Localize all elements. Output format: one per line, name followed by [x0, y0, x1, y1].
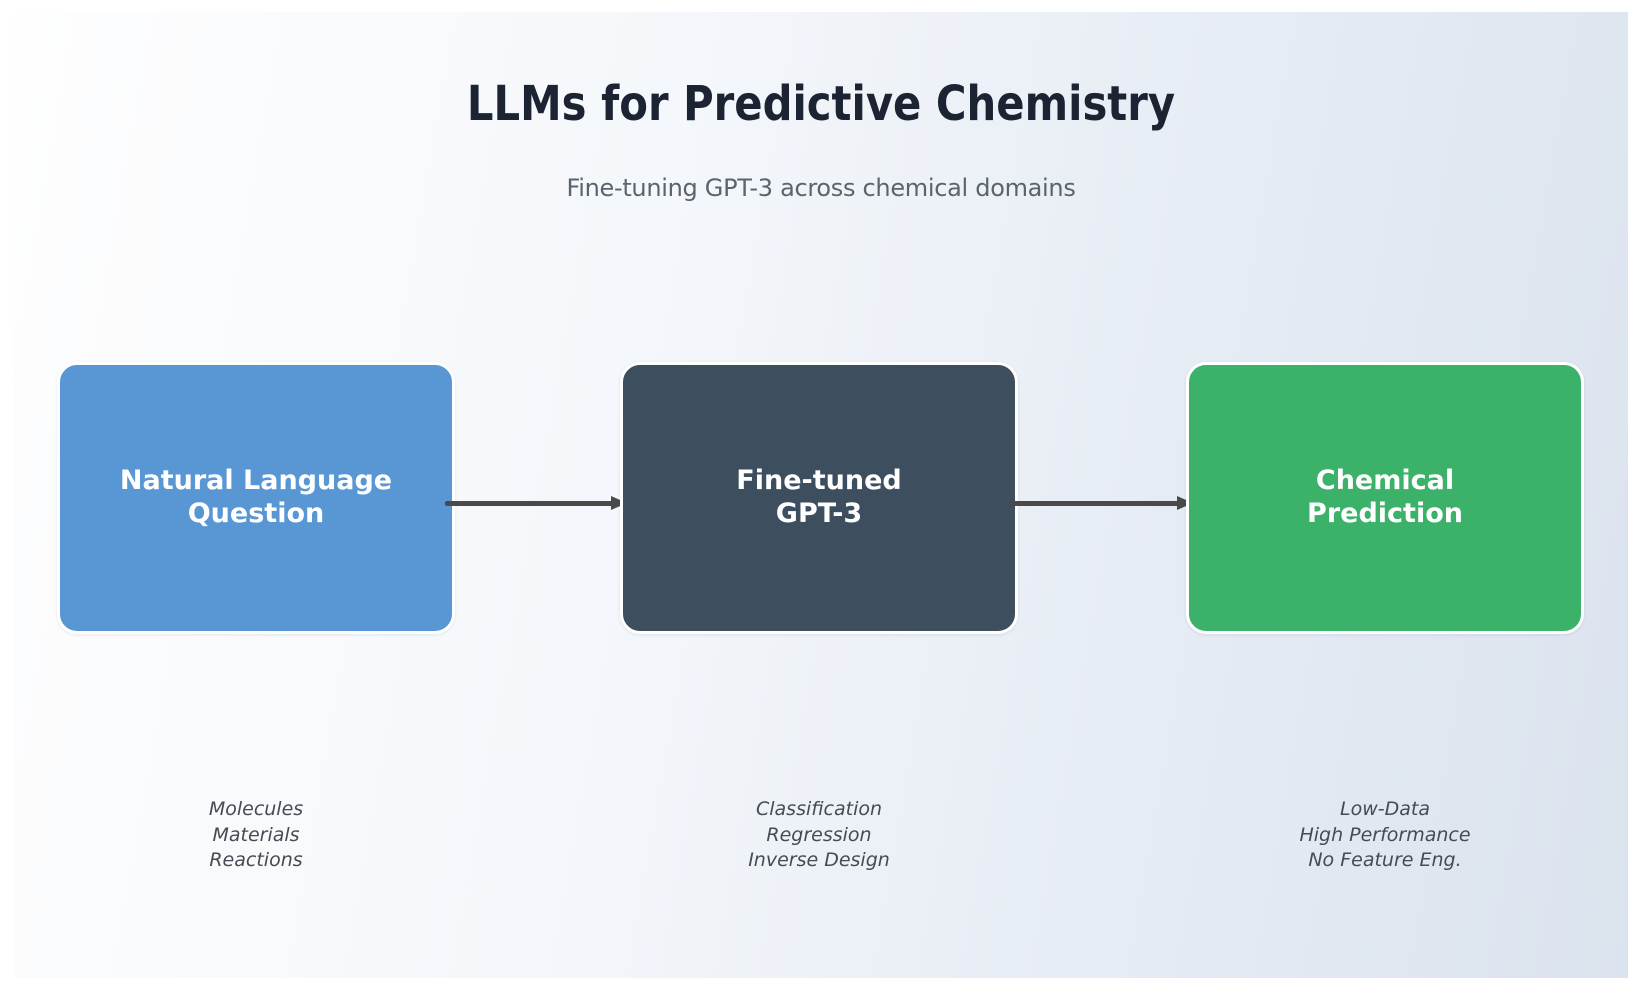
diagram-subtitle: Fine-tuning GPT-3 across chemical domain… [566, 174, 1076, 202]
caption-line: Regression [766, 823, 872, 846]
caption-chemical-prediction: Low-Data High Performance No Feature Eng… [1186, 797, 1584, 874]
caption-line: No Feature Eng. [1308, 849, 1462, 871]
flow-node-fine-tuned-gpt3: Fine-tuned GPT-3 [620, 362, 1018, 634]
connector-arrow-input-to-model [445, 496, 627, 511]
connector-arrow-model-to-output [1008, 496, 1193, 511]
caption-fine-tuned-gpt3: Classification Regression Inverse Design [620, 797, 1018, 874]
arrow-line [1008, 501, 1181, 506]
diagram-canvas: LLMs for Predictive Chemistry Fine-tunin… [14, 12, 1628, 978]
flow-node-chemical-prediction: Chemical Prediction [1186, 362, 1584, 634]
diagram-title: LLMs for Predictive Chemistry [466, 76, 1176, 132]
caption-line: Reactions [209, 849, 303, 871]
caption-line: Classification [755, 798, 883, 820]
node-label-chemical-prediction: Chemical Prediction [1307, 465, 1463, 529]
node-label-natural-language-question: Natural Language Question [119, 465, 393, 529]
caption-natural-language-question: Molecules Materials Reactions [57, 797, 455, 874]
caption-line: Low-Data [1340, 798, 1430, 820]
caption-line: Molecules [208, 798, 304, 820]
caption-line: Materials [212, 823, 300, 846]
caption-line: Inverse Design [748, 849, 890, 871]
arrow-line [445, 501, 615, 506]
node-label-fine-tuned-gpt3: Fine-tuned GPT-3 [736, 465, 902, 529]
caption-line: High Performance [1299, 823, 1471, 846]
flow-node-natural-language-question: Natural Language Question [57, 362, 455, 634]
